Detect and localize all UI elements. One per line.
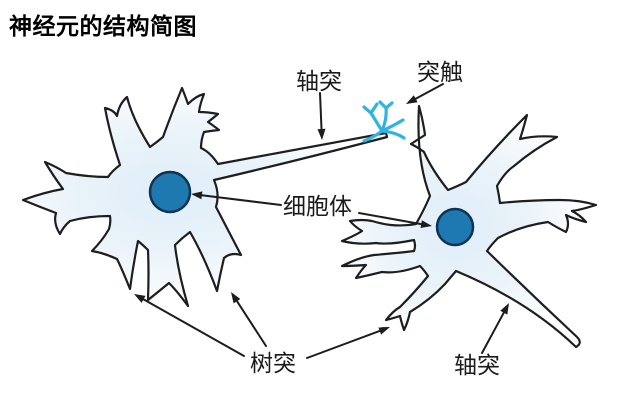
arrow-dendrite-left [134,294,245,357]
arrow-dendrite-middle [231,292,267,347]
label-dendrites: 树突 [250,350,296,376]
page-title: 神经元的结构简图 [9,13,197,39]
right-nucleus [435,207,475,247]
label-axon-bottom: 轴突 [454,352,500,378]
synapse-terminal [362,100,406,143]
label-cell-body: 细胞体 [283,193,352,219]
arrow-synapse [406,83,444,104]
label-synapse: 突触 [417,59,463,85]
label-axon-top: 轴突 [296,68,342,94]
annotation-arrows [134,83,509,359]
arrow-axon-top [317,92,326,140]
arrow-cell-body-left [191,191,282,206]
arrow-cell-body-right [358,212,432,228]
arrow-dendrite-right [306,327,390,359]
left-neuron [21,86,389,308]
arrow-axon-bottom [481,303,509,354]
left-nucleus [148,170,192,214]
